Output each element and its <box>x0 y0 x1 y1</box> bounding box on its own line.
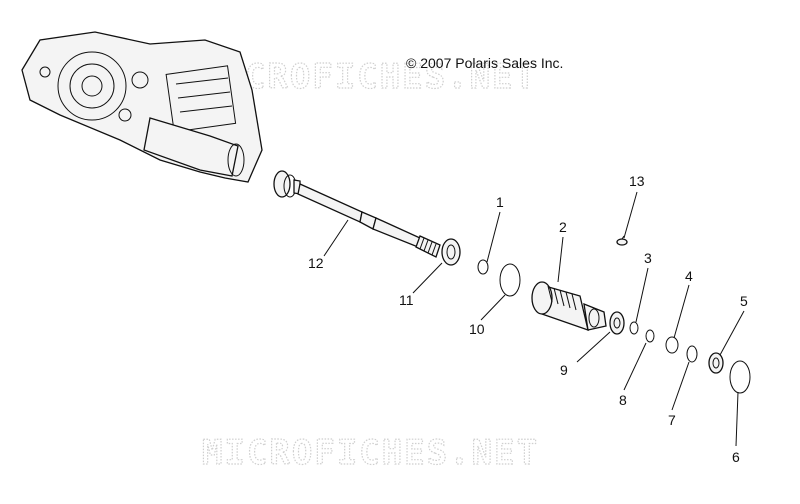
copyright-notice: © 2007 Polaris Sales Inc. <box>406 55 563 71</box>
part-12-output-shaft <box>273 170 441 258</box>
callout-11: 11 <box>399 292 414 308</box>
part-5-seal <box>708 352 724 374</box>
callout-12: 12 <box>308 255 324 271</box>
part-13-bolt <box>616 235 628 246</box>
part-1-snap-ring <box>477 259 489 275</box>
callout-8: 8 <box>619 392 627 408</box>
part-2-gear-coupler <box>531 281 607 332</box>
part-9-bearing <box>609 311 625 335</box>
transmission-housing-drawing <box>21 31 263 183</box>
callout-7: 7 <box>668 412 676 428</box>
part-6-o-ring <box>729 360 751 394</box>
callout-13: 13 <box>629 173 645 189</box>
part-11-bearing <box>441 238 461 266</box>
callout-5: 5 <box>740 293 748 309</box>
callout-9: 9 <box>560 362 568 378</box>
callout-4: 4 <box>685 268 693 284</box>
callout-2: 2 <box>559 219 567 235</box>
part-10-o-ring <box>499 263 521 297</box>
watermark-bottom: MICROFICHES.NET <box>202 433 539 473</box>
callout-6: 6 <box>732 449 740 465</box>
callout-1: 1 <box>496 194 504 210</box>
watermark-top: MICROFICHES.NET <box>200 57 537 97</box>
leader-lines <box>323 191 745 447</box>
callout-3: 3 <box>644 250 652 266</box>
callout-10: 10 <box>469 321 485 337</box>
part-3-ring <box>629 321 639 335</box>
part-7-ring <box>686 345 698 363</box>
part-4-ring <box>665 336 679 354</box>
part-8-ring <box>645 329 655 343</box>
